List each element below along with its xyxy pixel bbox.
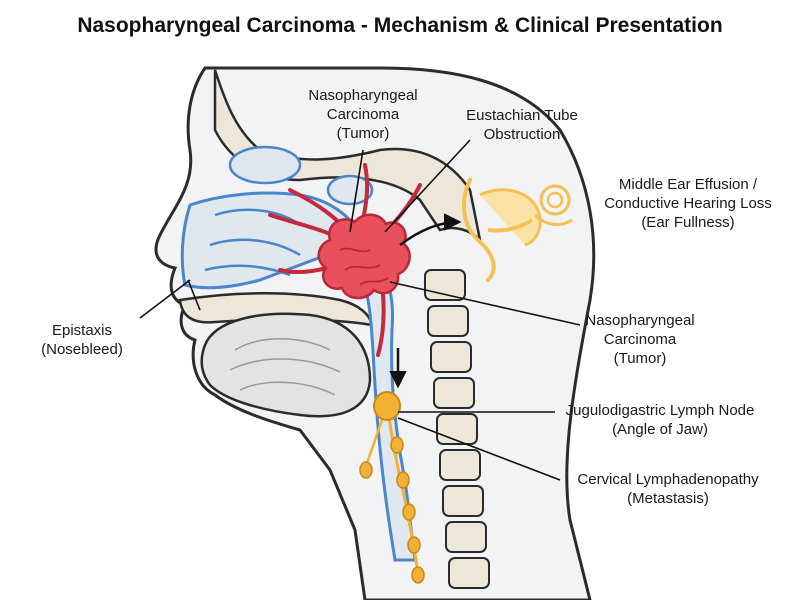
- svg-text:Nasopharyngeal: Nasopharyngeal: [585, 312, 694, 329]
- jugulodigastric-node: [373, 391, 401, 421]
- label-tumor-right: Nasopharyngeal Carcinoma (Tumor): [585, 312, 694, 367]
- svg-text:Carcinoma: Carcinoma: [327, 106, 400, 123]
- svg-text:Epistaxis: Epistaxis: [52, 322, 112, 339]
- head-section: [154, 66, 596, 600]
- label-epistaxis: Epistaxis (Nosebleed): [41, 322, 123, 358]
- ear-icon: [461, 178, 573, 282]
- svg-text:(Tumor): (Tumor): [614, 350, 667, 367]
- label-cervical: Cervical Lymphadenopathy (Metastasis): [577, 471, 759, 507]
- svg-text:Nasopharyngeal: Nasopharyngeal: [308, 87, 417, 104]
- tumor-body: [317, 213, 411, 300]
- lymph-chain: [359, 391, 425, 584]
- svg-text:(Tumor): (Tumor): [337, 125, 390, 142]
- svg-text:Obstruction: Obstruction: [484, 126, 561, 143]
- svg-text:Eustachian Tube: Eustachian Tube: [466, 107, 578, 124]
- label-eustachian: Eustachian Tube Obstruction: [466, 107, 578, 143]
- label-lymph-node: Jugulodigastric Lymph Node (Angle of Jaw…: [566, 402, 755, 438]
- svg-text:(Angle of Jaw): (Angle of Jaw): [612, 421, 708, 438]
- label-middle-ear: Middle Ear Effusion / Conductive Hearing…: [604, 176, 772, 231]
- svg-text:Conductive Hearing Loss: Conductive Hearing Loss: [604, 195, 772, 212]
- svg-text:(Nosebleed): (Nosebleed): [41, 341, 123, 358]
- arrow-to-ear: [399, 213, 462, 247]
- svg-text:(Ear Fullness): (Ear Fullness): [641, 214, 734, 231]
- label-tumor-top: Nasopharyngeal Carcinoma (Tumor): [308, 87, 417, 142]
- svg-text:Middle Ear Effusion /: Middle Ear Effusion /: [619, 176, 758, 193]
- leader-lines: [139, 139, 581, 481]
- svg-text:(Metastasis): (Metastasis): [627, 490, 709, 507]
- svg-text:Carcinoma: Carcinoma: [604, 331, 677, 348]
- svg-text:Cervical Lymphadenopathy: Cervical Lymphadenopathy: [577, 471, 759, 488]
- tongue: [200, 312, 372, 418]
- svg-text:Jugulodigastric Lymph Node: Jugulodigastric Lymph Node: [566, 402, 755, 419]
- diagram-title: Nasopharyngeal Carcinoma - Mechanism & C…: [77, 14, 722, 37]
